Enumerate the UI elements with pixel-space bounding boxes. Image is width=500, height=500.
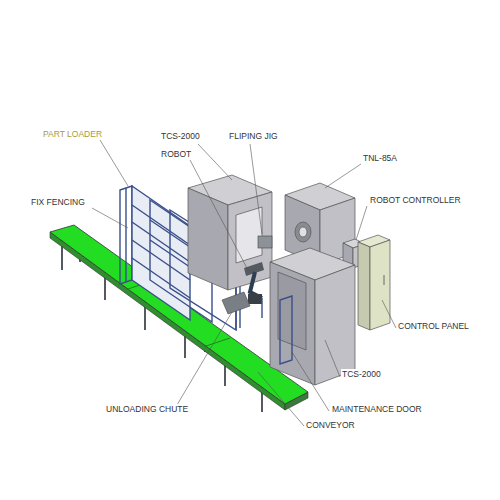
leader-lines	[92, 140, 396, 426]
part-label: ROBOT	[160, 149, 192, 159]
part-loader-fencing	[120, 186, 240, 330]
part-label: FLIPING JIG	[228, 131, 279, 141]
unloading-chute	[222, 292, 250, 314]
maintenance-door	[280, 296, 292, 364]
robot-arm	[244, 262, 264, 318]
part-label: MAINTENANCE DOOR	[331, 404, 423, 414]
fliping-jig	[258, 236, 272, 248]
part-label: PART LOADER	[42, 129, 103, 139]
part-label: FIX FENCING	[30, 197, 86, 207]
control-panel-cabinet	[358, 235, 390, 330]
part-label: CONVEYOR	[305, 420, 356, 430]
part-label: UNLOADING CHUTE	[105, 404, 189, 414]
tcs-2000-front-machine	[270, 248, 355, 385]
part-label: ROBOT CONTROLLER	[369, 195, 462, 205]
part-label: CONTROL PANEL	[397, 321, 470, 331]
part-label: TCS-2000	[341, 369, 382, 379]
tcs-2000-back-machine	[188, 175, 272, 290]
part-label: TCS-2000	[160, 131, 201, 141]
part-label: TNL-85A	[362, 153, 398, 163]
